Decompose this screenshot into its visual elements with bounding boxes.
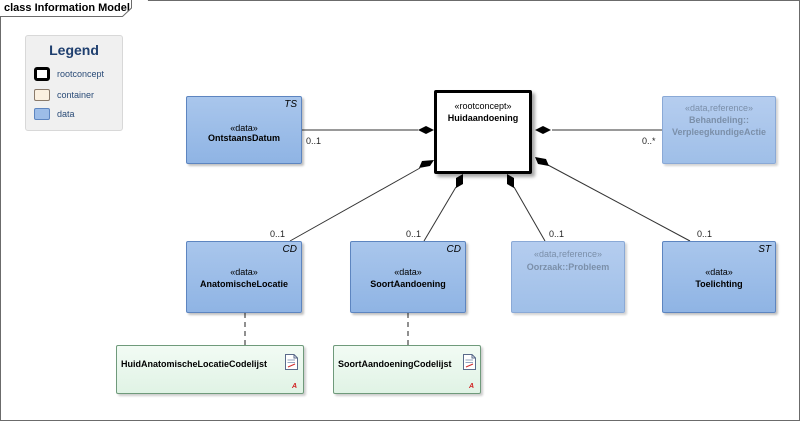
class-name: SoortAandoening <box>370 279 446 289</box>
class-stereotype: «data,reference» <box>684 103 754 113</box>
edge-anatomisch <box>289 167 421 242</box>
edge-oorzaak <box>513 186 546 242</box>
type-tag: TS <box>284 99 297 110</box>
legend-item-container: container <box>34 87 94 103</box>
legend-swatch-data <box>34 108 50 120</box>
diamond-anatomisch <box>419 160 434 168</box>
multiplicity-oorzaak: 0..1 <box>549 229 565 239</box>
legend-label-data: data <box>57 109 75 119</box>
legend: Legend rootconcept container data <box>25 35 123 131</box>
class-stereotype: «data» <box>394 267 422 277</box>
document-icon <box>463 354 476 370</box>
class-ontstaansdatum[interactable]: TS «data» OntstaansDatum <box>186 96 302 164</box>
root-class-huidaandoening[interactable]: «rootconcept» Huidaandoening <box>434 90 532 174</box>
diamond-toelichting <box>535 157 549 166</box>
multiplicity-toelichting: 0..1 <box>697 229 713 239</box>
legend-item-rootconcept: rootconcept <box>34 66 104 82</box>
legend-title: Legend <box>49 42 99 58</box>
class-name: AnatomischeLocatie <box>199 279 289 289</box>
class-name-line2: VerpleegkundigeActie <box>671 127 767 137</box>
class-stereotype: «data» <box>230 123 258 133</box>
diamond-soort <box>456 174 463 188</box>
multiplicity-behandeling: 0..* <box>642 136 656 146</box>
class-stereotype: «data» <box>230 267 258 277</box>
legend-swatch-rootconcept <box>34 67 50 81</box>
legend-item-data: data <box>34 106 75 122</box>
type-tag: CD <box>446 244 461 255</box>
class-name: OntstaansDatum <box>207 133 280 143</box>
edge-toelichting <box>547 164 691 242</box>
document-icon <box>285 354 298 370</box>
class-toelichting[interactable]: ST «data» Toelichting <box>662 241 776 313</box>
codelist-name: HuidAnatomischeLocatieCodelijst <box>121 359 268 369</box>
diamond-oorzaak <box>507 174 514 188</box>
legend-label-rootconcept: rootconcept <box>57 69 105 79</box>
multiplicity-soort: 0..1 <box>406 229 422 239</box>
class-behandeling-reference[interactable]: «data,reference» Behandeling:: Verpleegk… <box>662 96 776 164</box>
class-soortaandoening[interactable]: CD «data» SoortAandoening <box>350 241 466 313</box>
class-stereotype: «data,reference» <box>533 249 603 259</box>
multiplicity-ontstaans: 0..1 <box>306 136 322 146</box>
codelist-huidanatomischelocatie[interactable]: HuidAnatomischeLocatieCodelijst A <box>116 345 304 394</box>
class-stereotype: «data» <box>705 267 733 277</box>
class-name: Oorzaak::Probleem <box>526 262 610 272</box>
legend-swatch-container <box>34 89 50 101</box>
root-stereotype: «rootconcept» <box>454 101 512 111</box>
abstract-marker: A <box>291 383 297 390</box>
edge-soort <box>423 186 457 242</box>
root-name: Huidaandoening <box>447 113 519 123</box>
codelist-name: SoortAandoeningCodelijst <box>338 359 452 369</box>
codelist-soortaandoening[interactable]: SoortAandoeningCodelijst A <box>333 345 481 394</box>
class-name: Behandeling:: <box>689 115 749 125</box>
legend-label-container: container <box>57 90 95 100</box>
type-tag: ST <box>758 244 771 255</box>
abstract-marker: A <box>468 383 474 390</box>
class-anatomischelocatie[interactable]: CD «data» AnatomischeLocatie <box>186 241 302 313</box>
class-oorzaak-reference[interactable]: «data,reference» Oorzaak::Probleem <box>511 241 625 313</box>
multiplicity-anatomisch: 0..1 <box>270 229 286 239</box>
class-name: Toelichting <box>695 279 743 289</box>
type-tag: CD <box>282 244 297 255</box>
diamond-ontstaans <box>418 126 434 134</box>
diamond-behandeling <box>535 126 551 134</box>
